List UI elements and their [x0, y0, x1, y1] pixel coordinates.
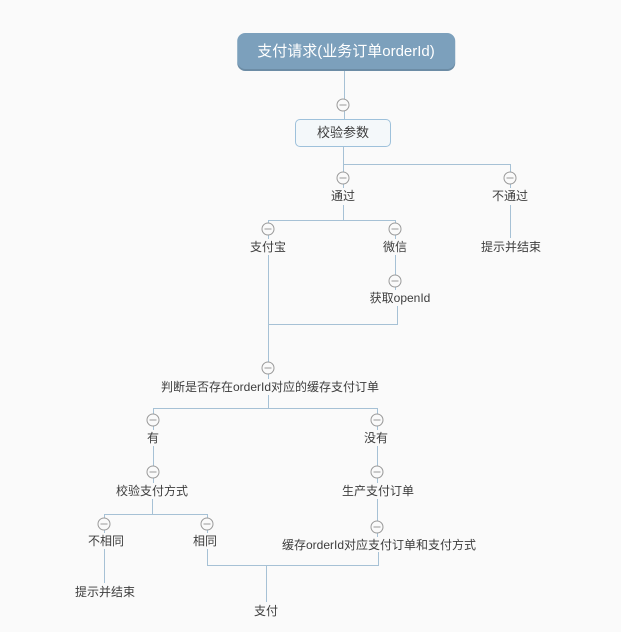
node-has-cache[interactable]: 有	[146, 431, 160, 445]
connector-line	[268, 324, 397, 325]
node-pass[interactable]: 通过	[330, 189, 356, 203]
connector-line	[343, 164, 510, 165]
connector-line	[104, 549, 105, 583]
connector-line	[377, 446, 378, 483]
connector-line	[152, 499, 153, 514]
connector-line	[153, 408, 377, 409]
node-alipay[interactable]: 支付宝	[249, 240, 287, 254]
collapse-minus-icon[interactable]	[336, 98, 350, 112]
collapse-minus-icon[interactable]	[503, 171, 517, 185]
connector-line	[104, 514, 207, 515]
node-not-same-end[interactable]: 提示并结束	[74, 585, 136, 599]
node-fail-end[interactable]: 提示并结束	[480, 240, 542, 254]
connector-line	[397, 306, 398, 325]
connector-line	[268, 324, 269, 379]
connector-line	[395, 255, 396, 290]
collapse-minus-icon[interactable]	[388, 274, 402, 288]
connector-line	[378, 552, 379, 566]
node-fail[interactable]: 不通过	[491, 189, 529, 203]
node-cache-order[interactable]: 缓存orderId对应支付订单和支付方式	[281, 538, 477, 552]
connector-line	[343, 205, 344, 220]
node-wechat[interactable]: 微信	[382, 240, 408, 254]
node-verify-pay-method[interactable]: 校验支付方式	[115, 484, 189, 498]
collapse-minus-icon[interactable]	[97, 517, 111, 531]
collapse-minus-icon[interactable]	[200, 517, 214, 531]
node-payment-request[interactable]: 支付请求(业务订单orderId)	[237, 33, 455, 71]
node-get-openid[interactable]: 获取openId	[369, 291, 431, 305]
connector-line	[207, 549, 208, 566]
connector-line	[377, 499, 378, 537]
node-check-cache[interactable]: 判断是否存在orderId对应的缓存支付订单	[160, 380, 380, 394]
collapse-minus-icon[interactable]	[370, 520, 384, 534]
collapse-minus-icon[interactable]	[261, 361, 275, 375]
node-validate-params[interactable]: 校验参数	[294, 119, 392, 147]
connector-line	[268, 220, 395, 221]
node-pay[interactable]: 支付	[253, 604, 279, 618]
node-same[interactable]: 相同	[192, 534, 218, 548]
node-no-cache[interactable]: 没有	[363, 431, 389, 445]
collapse-minus-icon[interactable]	[146, 465, 160, 479]
connector-line	[510, 205, 511, 238]
collapse-minus-icon[interactable]	[146, 413, 160, 427]
collapse-minus-icon[interactable]	[370, 413, 384, 427]
collapse-minus-icon[interactable]	[336, 171, 350, 185]
node-not-same[interactable]: 不相同	[87, 534, 125, 548]
collapse-minus-icon[interactable]	[388, 222, 402, 236]
connector-line	[344, 71, 345, 119]
connector-line	[153, 446, 154, 483]
node-create-pay-order[interactable]: 生产支付订单	[341, 484, 415, 498]
connector-line	[268, 255, 269, 325]
connector-line	[268, 395, 269, 408]
connector-line	[266, 565, 267, 602]
connector-line	[343, 147, 344, 164]
collapse-minus-icon[interactable]	[370, 465, 384, 479]
connector-line	[207, 565, 378, 566]
collapse-minus-icon[interactable]	[261, 222, 275, 236]
